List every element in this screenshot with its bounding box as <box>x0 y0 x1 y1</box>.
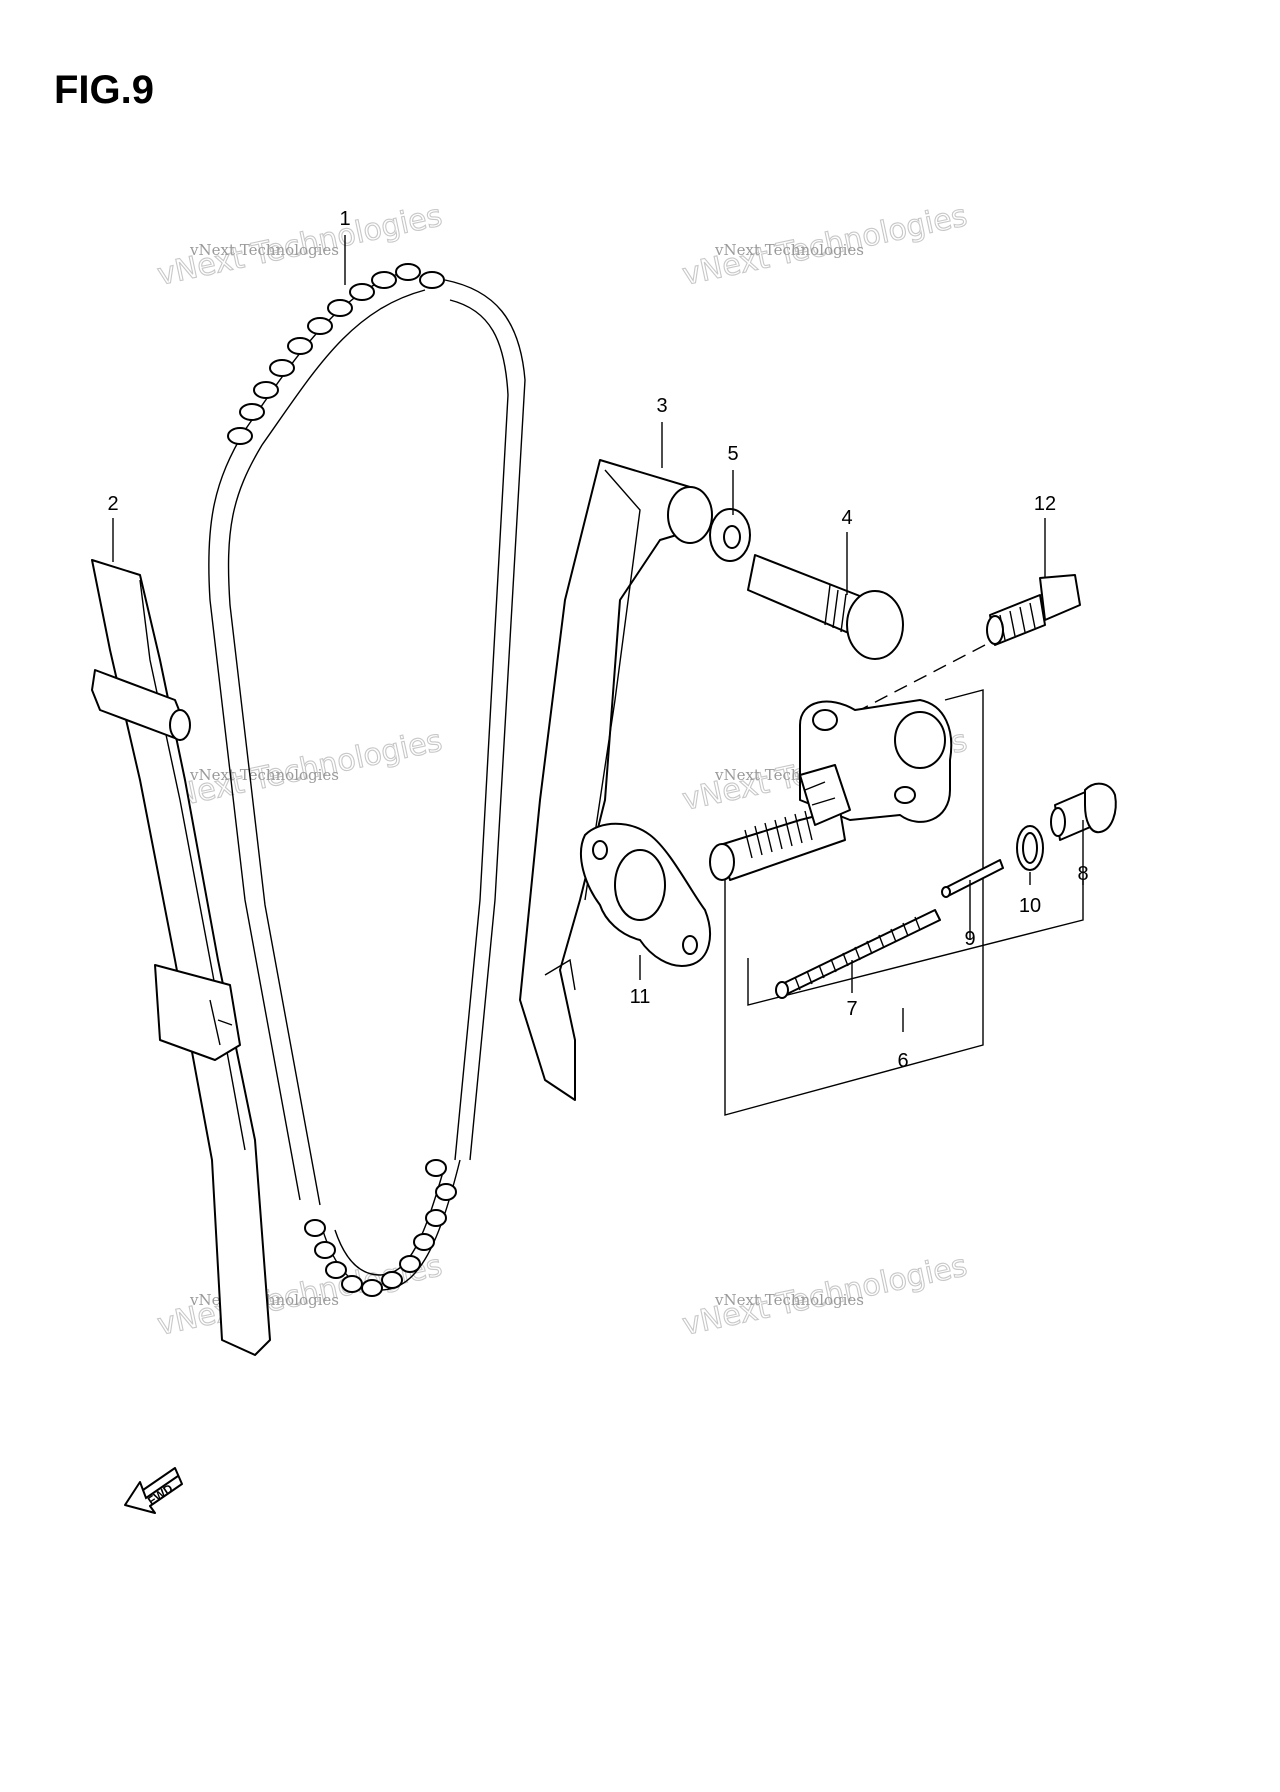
callout-9: 9 <box>964 928 975 950</box>
watermark: vNext Technologies vNext Technologies <box>679 1248 971 1344</box>
callout-3: 3 <box>656 395 667 417</box>
callout-6: 6 <box>897 1050 908 1072</box>
callout-1: 1 <box>339 208 350 230</box>
callout-11: 11 <box>630 986 651 1008</box>
chain-links-top <box>227 263 445 445</box>
fwd-arrow-icon: FWD <box>124 1467 183 1514</box>
callout-7: 7 <box>846 998 857 1020</box>
part-1-cam-chain <box>208 263 526 1297</box>
part-8-cap-bolt <box>1050 782 1117 841</box>
part-10-o-ring <box>1016 825 1044 871</box>
chain-links-bottom <box>304 1159 457 1297</box>
part-6-tensioner-assembly <box>709 689 1084 1116</box>
part-2-chain-guide <box>91 559 271 1356</box>
callout-8: 8 <box>1077 863 1088 885</box>
part-7-spring <box>775 909 941 999</box>
svg-text:vNext Technologies: vNext Technologies <box>714 1291 864 1309</box>
figure-title: FIG.9 <box>54 68 155 112</box>
svg-text:vNext Technologies: vNext Technologies <box>714 241 864 259</box>
callout-4: 4 <box>841 507 852 529</box>
callouts: 1 2 3 4 5 6 7 8 9 10 11 12 <box>107 208 1088 1072</box>
svg-text:vNext Technologies: vNext Technologies <box>189 241 339 259</box>
svg-text:vNext Technologies: vNext Technologies <box>189 766 339 784</box>
callout-2: 2 <box>107 493 118 515</box>
part-9-rod <box>941 859 1004 898</box>
part-11-gasket <box>580 822 711 967</box>
watermark: vNext Technologies vNext Technologies <box>679 198 971 294</box>
part-3-tensioner-arm <box>519 459 713 1101</box>
watermark: vNext Technologies vNext Technologies <box>154 723 446 819</box>
part-4-pivot-bolt <box>747 554 904 660</box>
callout-12: 12 <box>1034 493 1056 515</box>
part-5-washer <box>709 508 751 562</box>
callout-10: 10 <box>1019 895 1041 917</box>
callout-5: 5 <box>727 443 738 465</box>
part-12-bolt <box>859 574 1081 711</box>
leader-lines <box>112 235 1084 1032</box>
